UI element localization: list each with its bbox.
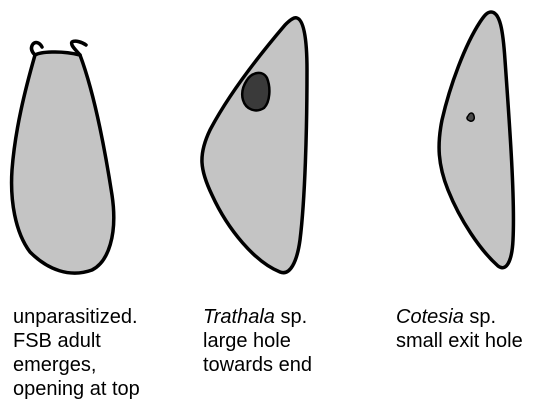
genus-name: Trathala [203, 306, 275, 328]
caption-taxon: Trathala sp. [203, 305, 312, 329]
caption-line: FSB adult [13, 329, 140, 353]
caption-unparasitized: unparasitized. FSB adult emerges, openin… [13, 305, 140, 401]
species-abbrev: sp. [275, 306, 307, 328]
caption-line: large hole [203, 329, 312, 353]
species-abbrev: sp. [464, 306, 496, 328]
caption-cotesia: Cotesia sp. small exit hole [396, 305, 523, 353]
specimen-cotesia [439, 12, 513, 268]
caption-line: opening at top [13, 377, 140, 401]
caption-line: unparasitized. [13, 305, 140, 329]
caption-line: emerges, [13, 353, 140, 377]
cocoon-body-unparasitized [12, 52, 114, 273]
cocoon-body-cotesia [439, 12, 513, 268]
specimen-unparasitized [12, 41, 114, 273]
caption-trathala: Trathala sp. large hole towards end [203, 305, 312, 377]
specimen-trathala [202, 18, 307, 273]
caption-taxon: Cotesia sp. [396, 305, 523, 329]
genus-name: Cotesia [396, 306, 464, 328]
caption-line: towards end [203, 353, 312, 377]
cocoon-body-trathala [202, 18, 307, 273]
caption-line: small exit hole [396, 329, 523, 353]
